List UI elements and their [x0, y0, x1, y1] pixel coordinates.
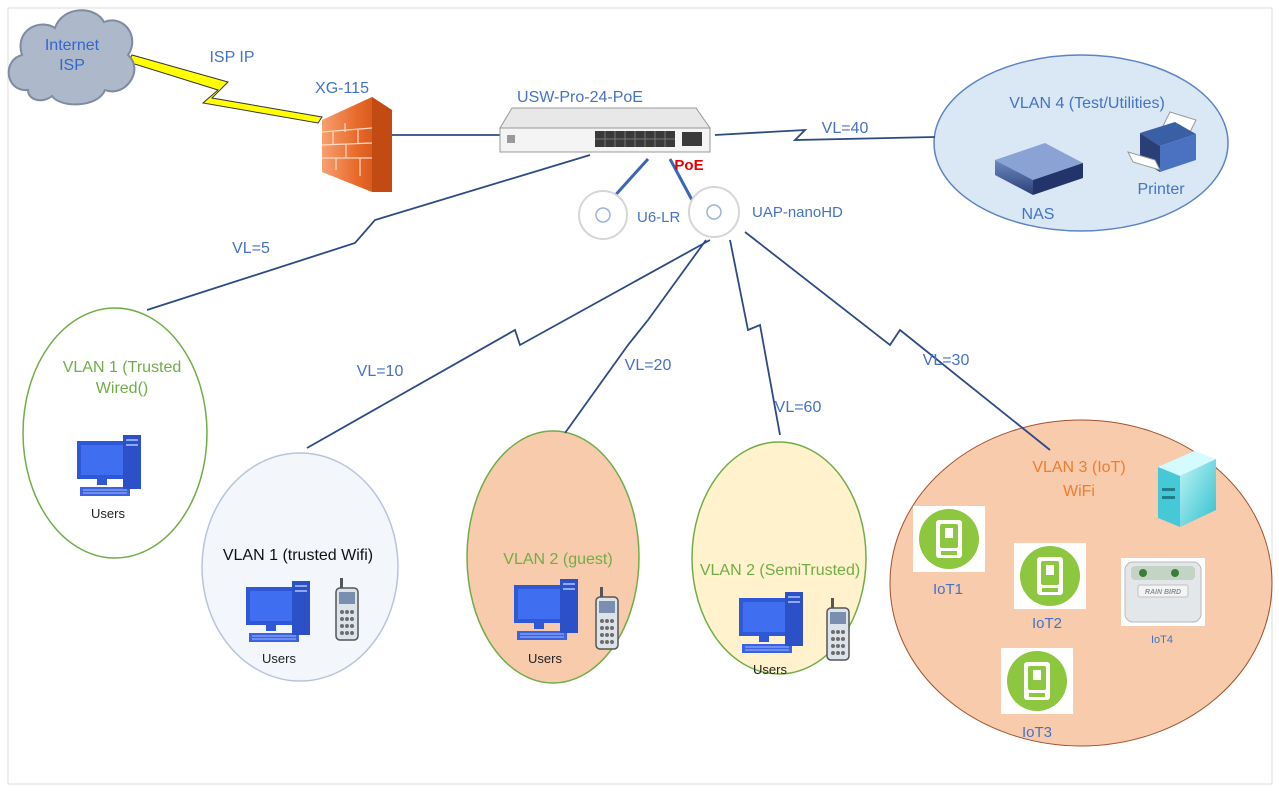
- vlan4-zone: [933, 54, 1229, 232]
- vl20-label: VL=20: [625, 357, 672, 374]
- ap-u6lr-icon: [578, 190, 628, 240]
- iot3-label: IoT3: [1022, 724, 1052, 741]
- vlan1-wired-title-line1: VLAN 1 (Trusted: [63, 359, 182, 376]
- iot2-label: IoT2: [1032, 615, 1062, 632]
- vlan1-wifi-title: VLAN 1 (trusted Wifi): [223, 547, 373, 564]
- ap-u6lr-label: U6-LR: [637, 209, 681, 226]
- printer-icon: [1127, 111, 1197, 172]
- iot4-brand-label: RAIN BIRD: [1145, 589, 1181, 596]
- vlan1-wifi-zone: [201, 452, 399, 682]
- link-vl40: [714, 128, 936, 141]
- iot2-icon: [1014, 543, 1086, 609]
- iot4-label: IoT4: [1151, 634, 1173, 646]
- iot3-icon: [1001, 648, 1073, 714]
- vlan2-semi-title: VLAN 2 (SemiTrusted): [700, 562, 860, 579]
- vl5-label: VL=5: [232, 240, 270, 257]
- vlan1-wired-title-line2: Wired(): [96, 380, 148, 397]
- vlan2-guest-title: VLAN 2 (guest): [503, 551, 612, 568]
- vlan4-title: VLAN 4 (Test/Utilities): [1009, 95, 1165, 112]
- firewall-icon: [321, 97, 392, 192]
- link-vl5: [146, 154, 591, 311]
- vlan2-semi-phone-icon: [826, 597, 850, 661]
- vlan2-semi-users-label: Users: [753, 662, 787, 677]
- iot1-label: IoT1: [933, 581, 963, 598]
- internet-label-line2: ISP: [59, 57, 85, 74]
- link-vl10: [306, 239, 711, 449]
- ap-nanohd-label: UAP-nanoHD: [752, 204, 843, 221]
- vl60-label: VL=60: [775, 399, 822, 416]
- isp-link-label: ISP IP: [209, 49, 254, 66]
- link-vl30: [744, 231, 1051, 451]
- vlan2-semi-zone: [691, 441, 867, 675]
- ap-nanohd-icon: [688, 186, 740, 238]
- vl10-label: VL=10: [357, 363, 404, 380]
- vlan2-guest-users-label: Users: [528, 651, 562, 666]
- vlan3-title-line1: VLAN 3 (IoT): [1032, 459, 1125, 476]
- internet-label-line1: Internet: [45, 37, 100, 54]
- vlan1-wired-users-label: Users: [91, 506, 125, 521]
- irrigation-controller-icon: RAIN BIRD: [1121, 558, 1205, 626]
- vl30-label: VL=30: [923, 352, 970, 369]
- link-vl60: [729, 239, 781, 436]
- link-switch-u6lr: [609, 157, 650, 202]
- vl40-label: VL=40: [822, 120, 869, 137]
- iot1-icon: [913, 506, 985, 572]
- server-icon: [1158, 451, 1216, 527]
- switch-icon: [499, 107, 711, 153]
- vlan3-title-line2: WiFi: [1063, 483, 1095, 500]
- vlan1-wifi-phone-icon: [335, 577, 359, 641]
- switch-label: USW-Pro-24-PoE: [517, 89, 643, 106]
- link-switch-nanohd: [668, 158, 694, 201]
- link-vl20: [564, 239, 707, 434]
- poe-label: PoE: [674, 157, 703, 174]
- firewall-label: XG-115: [315, 80, 369, 97]
- internet-cloud: [7, 9, 136, 106]
- nas-icon: [995, 143, 1083, 195]
- vlan2-guest-phone-icon: [595, 586, 619, 650]
- vlan1-wired-zone: [22, 307, 208, 559]
- vlan1-wifi-users-label: Users: [262, 651, 296, 666]
- isp-lightning-link: [127, 54, 323, 124]
- nas-label: NAS: [1022, 206, 1055, 223]
- printer-label: Printer: [1137, 181, 1185, 198]
